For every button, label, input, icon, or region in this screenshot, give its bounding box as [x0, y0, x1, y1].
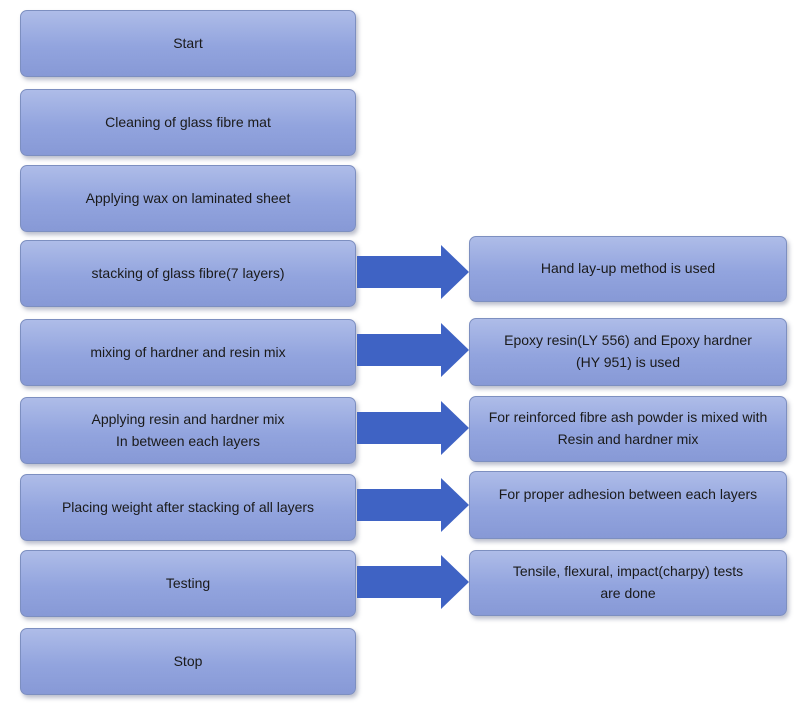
arrow-mixing [357, 323, 469, 377]
step-mixing: mixing of hardner and resin mix [20, 319, 356, 386]
note-hand-layup: Hand lay-up method is used [469, 236, 787, 302]
arrow-applying-resin [357, 401, 469, 455]
note-ash-powder-label: For reinforced fibre ash powder is mixed… [488, 409, 768, 447]
step-cleaning: Cleaning of glass fibre mat [20, 89, 356, 156]
right-arrow-icon [357, 401, 469, 455]
note-ash-powder: For reinforced fibre ash powder is mixed… [469, 396, 787, 462]
step-placing-weight: Placing weight after stacking of all lay… [20, 474, 356, 541]
note-tests-label: Tensile, flexural, impact(charpy) tests … [512, 563, 744, 601]
step-wax: Applying wax on laminated sheet [20, 165, 356, 232]
note-epoxy-label: Epoxy resin(LY 556) and Epoxy hardner (H… [504, 332, 752, 370]
step-applying-resin: Applying resin and hardner mix In betwee… [20, 397, 356, 464]
step-testing: Testing [20, 550, 356, 617]
arrow-stacking [357, 245, 469, 299]
step-mixing-label: mixing of hardner and resin mix [90, 343, 286, 360]
note-adhesion-label: For proper adhesion between each layers [498, 486, 758, 502]
note-hand-layup-label: Hand lay-up method is used [540, 260, 716, 277]
arrow-placing-weight [357, 478, 469, 532]
right-arrow-icon [357, 245, 469, 299]
step-stacking-label: stacking of glass fibre(7 layers) [91, 264, 285, 281]
step-stop: Stop [20, 628, 356, 695]
step-applying-resin-label: Applying resin and hardner mix In betwee… [91, 410, 285, 449]
arrow-testing [357, 555, 469, 609]
step-wax-label: Applying wax on laminated sheet [85, 189, 291, 206]
note-tests: Tensile, flexural, impact(charpy) tests … [469, 550, 787, 616]
note-epoxy: Epoxy resin(LY 556) and Epoxy hardner (H… [469, 318, 787, 386]
right-arrow-icon [357, 478, 469, 532]
step-testing-label: Testing [165, 574, 211, 591]
step-stop-label: Stop [173, 652, 203, 669]
step-cleaning-label: Cleaning of glass fibre mat [105, 113, 271, 130]
step-placing-weight-label: Placing weight after stacking of all lay… [61, 498, 315, 515]
note-adhesion: For proper adhesion between each layers [469, 471, 787, 539]
step-start: Start [20, 10, 356, 77]
step-start-label: Start [173, 34, 203, 51]
right-arrow-icon [357, 555, 469, 609]
right-arrow-icon [357, 323, 469, 377]
step-stacking: stacking of glass fibre(7 layers) [20, 240, 356, 307]
